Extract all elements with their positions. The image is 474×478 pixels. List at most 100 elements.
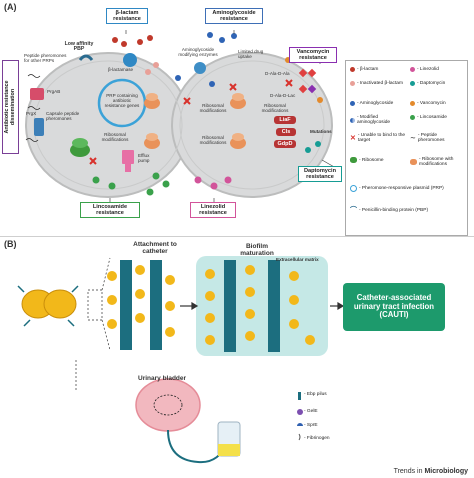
wavy-line-icon: ∼ — [410, 135, 416, 142]
gene-liaf: LiaF — [274, 116, 296, 124]
legend-modified-ribosome: - Ribosome with modifications — [410, 157, 465, 167]
wavy-line-icon — [25, 74, 41, 142]
legend-text: - Aminoglycoside — [357, 101, 394, 106]
cell-membrane-inner-right — [179, 60, 325, 190]
legend-text: - Inactivated β-lactam — [357, 81, 403, 86]
left-cell — [25, 52, 191, 198]
lincosamide-resistance-box: Lincosamide resistance — [80, 202, 140, 219]
legend-linezolid: - Linezolid — [410, 67, 439, 72]
legend-text: - Unable to bind to the target — [357, 133, 406, 143]
aminoglycoside-resistance-box: Aminoglycoside resistance — [205, 8, 263, 25]
low-affinity-pbp-label: Low affinity PBP — [64, 41, 94, 53]
pbp-icon — [78, 54, 94, 61]
ribosomal-mod-label-3: Ribosomal modifications — [261, 103, 289, 113]
aminoglycoside-enzyme-icon — [194, 62, 206, 74]
teal-circle-icon — [410, 81, 415, 86]
legend-ribosome: - Ribosome — [350, 157, 384, 163]
pink-circle-icon — [410, 67, 415, 72]
ribosomal-mod-label-4: Ribosomal modifications — [199, 135, 227, 145]
panel-a-illustration — [25, 30, 337, 204]
legend-text: - Ribosome with modifications — [419, 157, 454, 167]
d-ala-d-lac-icon — [298, 84, 317, 94]
legend-text: - Linezolid — [417, 67, 439, 72]
legend-text: - Lincosamide — [417, 115, 447, 120]
panel-b-letter: (B) — [4, 239, 17, 249]
limited-drug-uptake-label: Limited drug uptake — [238, 49, 264, 59]
panel-b-illustration — [17, 256, 345, 464]
legend-ebp-pilus: - Ebp pilus — [304, 392, 327, 397]
dissemination-box — [2, 60, 19, 154]
legend-icons-b — [297, 392, 303, 441]
modified-ribosome-icon — [144, 93, 160, 109]
prgx-protein — [34, 118, 44, 136]
legend-prp: - Pheromone-responsive plasmid (PRP) — [350, 185, 444, 192]
pbp-icon: ⌒ — [350, 207, 357, 214]
panel-a-legend: - β-lactam - Linezolid - Inactivated β-l… — [345, 60, 468, 236]
legend-aminoglycoside: - Aminoglycoside — [350, 101, 393, 106]
orange-circle-icon — [410, 101, 415, 106]
peptide-pheromones-label: Peptide pheromones for other PRPs — [24, 53, 67, 63]
legend-text: - Modified aminoglycoside — [357, 115, 391, 125]
mutations-label: Mutations — [310, 129, 332, 134]
ribosomal-mod-label-2: Ribosomal modifications — [199, 103, 227, 113]
efflux-pump-channel — [125, 164, 131, 172]
enterococcus-diplococcus — [21, 289, 77, 319]
blue-circle-icon — [350, 101, 355, 106]
biofilm-label: Biofilm maturation — [240, 243, 274, 257]
aminoglycoside-molecules — [175, 32, 237, 87]
linezolid-molecules — [194, 176, 232, 190]
legend-text: - GelE — [304, 409, 318, 414]
ribosome-icon — [70, 138, 90, 157]
legend-fibrinogen: - Fibrinogen — [304, 436, 330, 441]
legend-text: - Daptomycin — [417, 81, 446, 86]
legend-text: - Fibrinogen — [304, 436, 330, 441]
legend-text: - Ebp pilus — [304, 392, 327, 397]
gene-gdpd: GdpD — [274, 140, 296, 148]
attachment-label: Attachment to catheter — [133, 241, 177, 255]
linezolid-resistance-box: Linezolid resistance — [190, 202, 236, 219]
legend-beta-lactam: - β-lactam — [350, 67, 378, 72]
red-x-icon — [89, 79, 293, 165]
plasmid-icon — [350, 185, 357, 192]
aminoglycoside-enzymes-label: Aminoglycoside modifying enzymes — [178, 47, 218, 57]
legend-text: - Ribosome — [359, 157, 384, 163]
ribosomal-mod-label-1: Ribosomal modifications — [101, 132, 129, 142]
credit-journal: Microbiology — [424, 468, 468, 475]
prp-text-label: PRP containing antibiotic resistance gen… — [104, 93, 140, 108]
legend-inactivated-beta-lactam: - Inactivated β-lactam — [350, 81, 405, 86]
catheter-segment-2 — [224, 260, 280, 352]
green-circle-icon — [410, 115, 415, 120]
modified-ribosome-icon — [410, 159, 417, 165]
d-ala-d-ala-icon — [298, 68, 317, 78]
matrix-label: Extracellular matrix — [276, 257, 319, 262]
daptomycin-resistance-box: Daptomycin resistance — [298, 166, 342, 183]
vancomycin-resistance-box: Vancomycin resistance — [289, 47, 337, 64]
legend-text: - Pheromone-responsive plasmid (PRP) — [359, 186, 444, 191]
legend-gele: - GelE — [304, 409, 318, 414]
beta-lactam-molecules — [112, 35, 159, 75]
d-ala-d-ala-label: D-Ala-D-Ala — [265, 71, 290, 76]
legend-peptide-pheromones: ∼- Peptide pheromones — [410, 133, 464, 143]
modified-ribosome-icon — [144, 133, 160, 149]
legend-text: - β-lactam — [357, 67, 379, 72]
beta-lactamase-label: β-lactamase — [108, 67, 134, 72]
daptomycin-molecules — [305, 141, 321, 153]
journal-credit: Trends in Microbiology — [394, 468, 468, 475]
half-blue-circle-icon — [350, 117, 355, 123]
urinary-bladder-icon — [135, 378, 201, 432]
prgx-label: PrgX — [26, 111, 37, 116]
beta-lactam-resistance-box: β-lactam resistance — [106, 8, 148, 25]
attached-bacteria — [107, 265, 175, 337]
capsule-label: Capsule peptide pheromones — [46, 111, 80, 121]
ebp-pilus-icon — [17, 285, 79, 327]
gene-cls: Cls — [276, 128, 296, 136]
legend-text: - Peptide pheromones — [417, 133, 445, 143]
d-ala-d-lac-label: D-Ala-D-Lac — [270, 93, 296, 98]
legend-modified-aminoglycoside: - Modified aminoglycoside — [350, 115, 405, 125]
pale-red-circle-icon — [350, 81, 355, 86]
efflux-pump-label: Efflux pump — [138, 153, 150, 163]
arrows — [180, 301, 345, 311]
biofilm-bacteria — [205, 265, 315, 345]
right-cell — [171, 52, 333, 198]
zoom-lines — [75, 257, 111, 390]
